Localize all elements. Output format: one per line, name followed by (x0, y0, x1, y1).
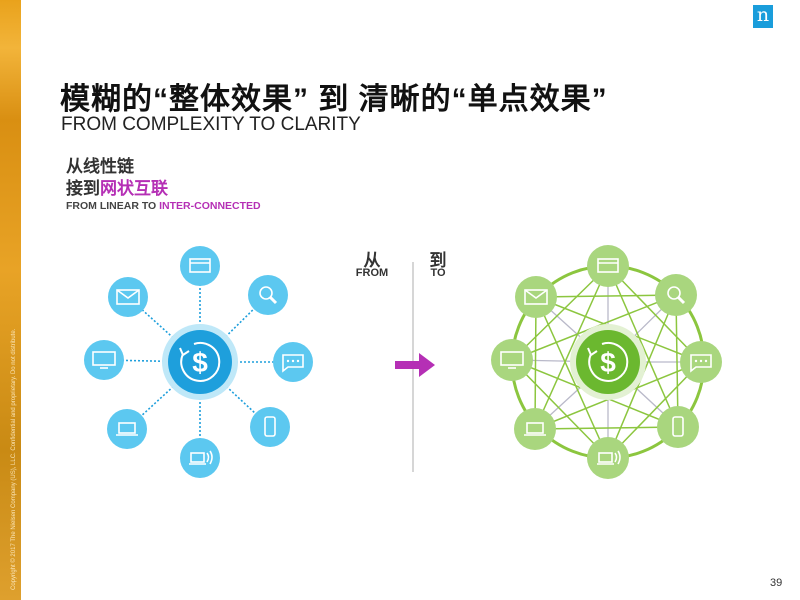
browser-icon (597, 258, 619, 273)
interconnected-diagram: $ (491, 245, 722, 479)
slide-title: 模糊的“整体效果” 到 清晰的“单点效果” (60, 83, 608, 116)
device-node (250, 407, 290, 447)
phone-icon (672, 416, 684, 437)
device-node (587, 245, 629, 287)
nielsen-logo: n (753, 5, 773, 28)
monitor-icon (92, 351, 116, 369)
dollar-cycle-icon: $ (587, 341, 629, 382)
green-connector (535, 294, 677, 298)
device-node (491, 339, 533, 381)
green-connector (511, 359, 609, 459)
mail-icon (116, 289, 140, 305)
device-node (587, 437, 629, 479)
device-node (180, 438, 220, 478)
phone-icon (264, 416, 276, 437)
search-icon (259, 286, 278, 305)
center-node (576, 330, 640, 394)
chat-icon (690, 354, 712, 373)
wifi-device-icon (189, 450, 213, 465)
from-label-cn: 从 (363, 251, 381, 270)
device-node (107, 409, 147, 449)
mail-icon (524, 289, 548, 305)
green-connector (511, 265, 609, 361)
page-number: 39 (770, 577, 783, 589)
device-node (248, 275, 288, 315)
device-node (108, 277, 148, 317)
device-node (514, 408, 556, 450)
monitor-icon (500, 351, 524, 369)
device-node (180, 246, 220, 286)
heading-en-prefix: FROM LINEAR TO (66, 200, 160, 212)
green-connector (534, 265, 609, 430)
device-node (273, 342, 313, 382)
svg-text:$: $ (192, 347, 208, 378)
heading-en-accent: INTER-CONNECTED (159, 200, 261, 212)
chat-icon (282, 354, 304, 373)
section-heading-line1: 从线性链 (66, 157, 134, 176)
green-connector (675, 294, 679, 428)
heading-prefix: 接到 (66, 179, 100, 198)
device-node (655, 274, 697, 316)
linear-diagram: $ (84, 246, 313, 478)
green-connector (534, 296, 537, 430)
decorative-gold-strip (0, 0, 21, 600)
center-node (168, 330, 232, 394)
section-heading-line2: 接到网状互联 (66, 174, 168, 199)
device-node (515, 276, 557, 318)
green-connector (607, 265, 702, 363)
dollar-cycle-icon: $ (179, 341, 221, 382)
device-node (680, 341, 722, 383)
svg-text:$: $ (600, 347, 616, 378)
laptop-icon (116, 422, 138, 436)
green-connector (534, 426, 679, 430)
browser-icon (189, 258, 211, 273)
slide-subtitle: FROM COMPLEXITY TO CLARITY (61, 114, 361, 135)
to-label-en: TO (430, 267, 446, 279)
heading-accent: 网状互联 (100, 179, 168, 198)
laptop-icon (524, 422, 546, 436)
arrow-right-icon (395, 353, 435, 377)
device-node (657, 406, 699, 448)
device-node (84, 340, 124, 380)
from-label-en: FROM (355, 267, 389, 279)
wifi-device-icon (597, 450, 621, 465)
green-connector (607, 361, 702, 459)
to-label-cn: 到 (429, 251, 447, 270)
section-heading-english: FROM LINEAR TO INTER-CONNECTED (66, 200, 261, 212)
search-icon (667, 286, 686, 305)
green-connector (607, 265, 679, 428)
